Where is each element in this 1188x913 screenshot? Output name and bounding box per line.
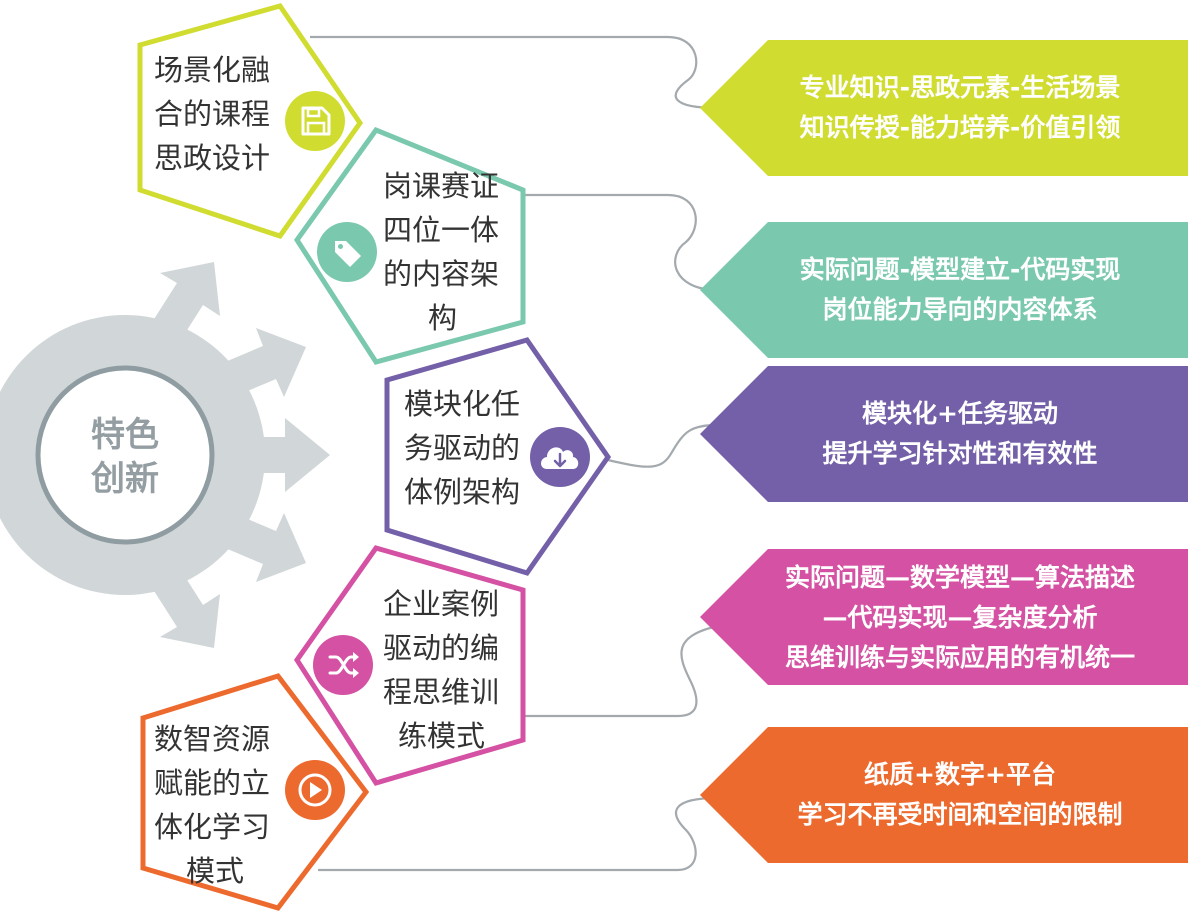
- desc-2-banner: [700, 222, 1188, 358]
- desc-5: 纸质+数字+平台 学习不再受时间和空间的限制: [700, 727, 1188, 863]
- desc-4-line-2: —代码实现—复杂度分析: [822, 603, 1097, 632]
- connector-3: [607, 423, 719, 468]
- icon-badges: [285, 91, 590, 820]
- connectors: [310, 35, 719, 872]
- hub-arrow-3: [210, 418, 330, 492]
- item-5-title-line-2: 赋能的立: [154, 766, 270, 800]
- desc-5-line-1: 纸质+数字+平台: [864, 760, 1056, 789]
- item-1: 场景化融 合的课程 思政设计: [137, 3, 364, 239]
- item-1-title-line-3: 思政设计: [154, 141, 270, 175]
- item-3-title-line-1: 模块化任: [404, 387, 520, 421]
- item-4-title-line-2: 驱动的编: [383, 631, 499, 665]
- shuffle-icon: [313, 635, 373, 695]
- desc-3-line-1: 模块化+任务驱动: [862, 399, 1058, 428]
- desc-1-line-1: 专业知识-思政元素-生活场景: [800, 73, 1121, 102]
- item-1-pentagon: [137, 3, 364, 239]
- connector-2: [525, 193, 719, 292]
- save-icon: [285, 91, 345, 151]
- item-5-title-line-1: 数智资源: [154, 722, 270, 756]
- connector-4: [523, 624, 719, 718]
- connector-1: [310, 35, 719, 110]
- item-2-title-line-4: 构: [428, 301, 457, 335]
- items: 场景化融 合的课程 思政设计 岗课赛证 四位一体 的内容架 构 模块化任 务驱动…: [137, 3, 612, 911]
- item-2: 岗课赛证 四位一体 的内容架 构: [293, 126, 526, 365]
- connector-5: [318, 796, 719, 872]
- desc-4-line-3: 思维训练与实际应用的有机统一: [785, 643, 1135, 672]
- item-4-title-line-3: 程思维训: [383, 675, 499, 709]
- item-2-title-line-1: 岗课赛证: [383, 169, 499, 203]
- desc-1-banner: [700, 40, 1188, 176]
- desc-4-banner: [700, 549, 1188, 685]
- desc-3-banner: [700, 366, 1188, 502]
- desc-3: 模块化+任务驱动 提升学习针对性和有效性: [700, 366, 1188, 502]
- item-2-title-line-3: 的内容架: [383, 257, 499, 291]
- item-5: 数智资源 赋能的立 体化学习 模式: [140, 673, 370, 911]
- item-5-title-line-4: 模式: [186, 854, 244, 888]
- descriptions: 专业知识-思政元素-生活场景 知识传授-能力培养-价值引领 实际问题-模型建立-…: [700, 40, 1188, 863]
- item-1-title-line-2: 合的课程: [154, 97, 270, 131]
- desc-5-banner: [700, 727, 1188, 863]
- item-5-title-line-3: 体化学习: [154, 810, 270, 844]
- item-3-title-line-2: 务驱动的: [404, 431, 520, 465]
- desc-5-line-2: 学习不再受时间和空间的限制: [797, 800, 1122, 829]
- desc-3-line-2: 提升学习针对性和有效性: [822, 439, 1097, 468]
- item-2-pentagon: [293, 126, 526, 365]
- item-1-title-line-1: 场景化融: [154, 53, 270, 87]
- desc-2: 实际问题-模型建立-代码实现 岗位能力导向的内容体系: [700, 222, 1188, 358]
- desc-1: 专业知识-思政元素-生活场景 知识传授-能力培养-价值引领: [700, 40, 1188, 176]
- item-4-pentagon: [293, 545, 526, 786]
- hub-label-line-2: 创新: [90, 459, 159, 499]
- cloud-download-icon: [530, 427, 590, 487]
- hub-gear: 特色 创新: [0, 262, 330, 648]
- item-4-title-line-4: 练模式: [398, 719, 485, 753]
- hub-label-line-1: 特色: [91, 415, 159, 455]
- desc-1-line-2: 知识传授-能力培养-价值引领: [800, 113, 1121, 142]
- item-3-title-line-3: 体例架构: [404, 475, 520, 509]
- tag-icon: [317, 222, 377, 282]
- item-2-title-line-2: 四位一体: [383, 213, 499, 247]
- item-3: 模块化任 务驱动的 体例架构: [384, 337, 612, 576]
- desc-4-line-1: 实际问题—数学模型—算法描述: [785, 563, 1135, 592]
- item-3-pentagon: [384, 337, 612, 576]
- item-5-pentagon: [140, 673, 370, 911]
- desc-2-line-2: 岗位能力导向的内容体系: [822, 295, 1097, 324]
- item-4-title-line-1: 企业案例: [383, 587, 499, 621]
- desc-4: 实际问题—数学模型—算法描述 —代码实现—复杂度分析 思维训练与实际应用的有机统…: [700, 549, 1188, 685]
- desc-2-line-1: 实际问题-模型建立-代码实现: [800, 255, 1121, 284]
- hub-core: [35, 365, 215, 545]
- item-4: 企业案例 驱动的编 程思维训 练模式: [293, 545, 526, 786]
- play-icon: [285, 760, 345, 820]
